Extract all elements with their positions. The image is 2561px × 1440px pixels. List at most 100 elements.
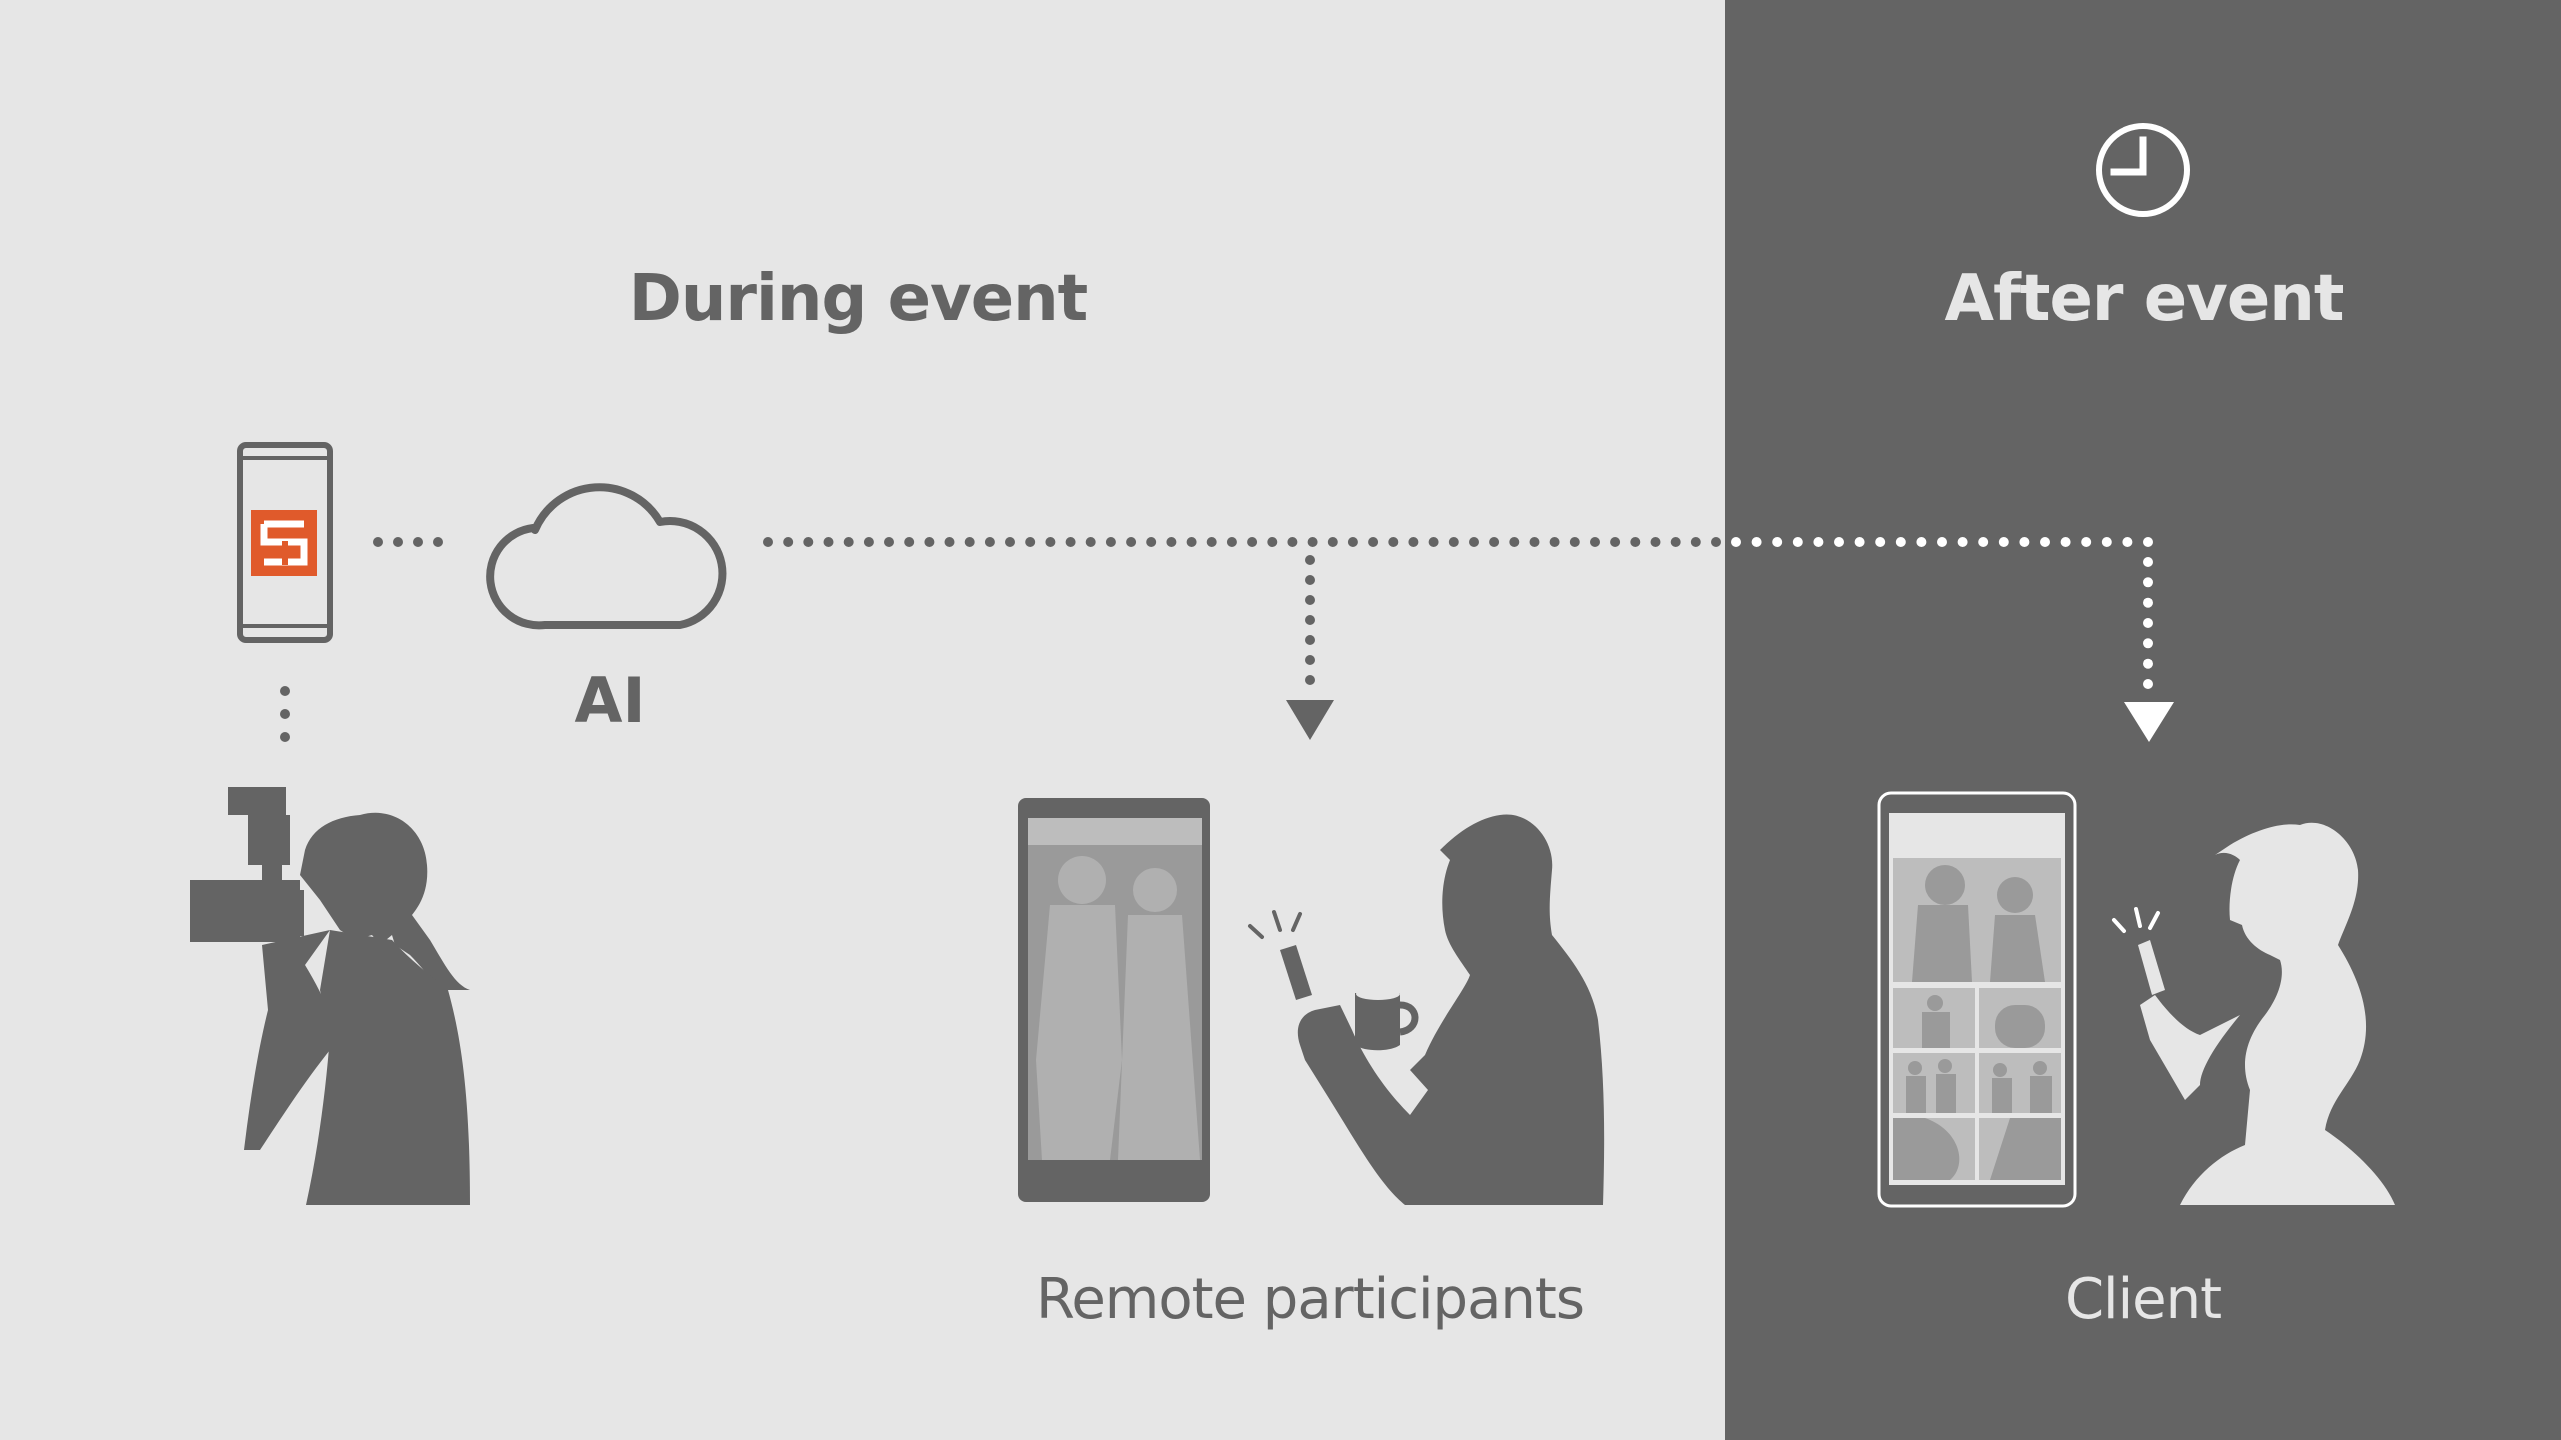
connector-dot [823, 537, 834, 547]
connector-dot [1509, 537, 1520, 547]
remote-participants-label: Remote participants [1036, 1267, 1584, 1332]
client-label: Client [2065, 1267, 2221, 1332]
connector-dot [1957, 537, 1968, 547]
connector-dot [843, 537, 854, 547]
connector-dot [1105, 537, 1116, 547]
connector-dot [1085, 537, 1096, 547]
connector-dot [2143, 679, 2153, 689]
connector-dot [1834, 537, 1844, 547]
connector-dot [2040, 537, 2050, 547]
client-phone [1877, 791, 2077, 1208]
connector-dot [1305, 675, 1315, 685]
connector-dot [1368, 537, 1379, 547]
connector-dot [904, 537, 915, 547]
main-connector-after [1731, 537, 2153, 547]
ai-label: AI [574, 664, 645, 737]
after-title: After event [1945, 262, 2344, 336]
app-logo-icon [251, 510, 317, 576]
connector-dot [1126, 537, 1137, 547]
connector-dot [2143, 537, 2153, 547]
connector-dot [1428, 537, 1439, 547]
connector-dot [1875, 537, 1886, 547]
connector-dot [2081, 537, 2092, 547]
connector-dot [2143, 597, 2153, 608]
connector-dot [1448, 537, 1459, 547]
connector-dot [1305, 655, 1315, 665]
remote-phone [1018, 798, 1210, 1202]
connector-client [2143, 557, 2153, 689]
client-notification-marks [2112, 907, 2160, 933]
connector-dot [1731, 537, 1741, 547]
connector-dot [1347, 537, 1358, 547]
connector-dot [1610, 537, 1621, 547]
cup-top [1356, 988, 1400, 1000]
connector-dot [1005, 537, 1015, 547]
connector-dot [1813, 537, 1824, 547]
connector-dot [1247, 537, 1258, 547]
connector-dot [1978, 537, 1989, 547]
connector-dot [2122, 537, 2133, 547]
connector-dot [1690, 537, 1701, 547]
remote-participant-figure [1280, 814, 1605, 1205]
connector-dot [2101, 537, 2112, 547]
connector-dot [2143, 577, 2153, 588]
connector-dot [1025, 537, 1036, 547]
connector-dot [1937, 537, 1947, 547]
connector-dot [1650, 537, 1661, 547]
connector-dot [964, 537, 975, 547]
connector-dot [1166, 537, 1177, 547]
connector-dot [1895, 537, 1906, 547]
connector-dot [1045, 537, 1056, 547]
connector-dot [2060, 537, 2071, 547]
connector-dot [1489, 537, 1500, 547]
connector-dot [763, 537, 773, 547]
connector-dot [1065, 537, 1076, 547]
connector-dot [1469, 537, 1479, 547]
cloud-icon [486, 483, 727, 630]
camera-icon [190, 787, 304, 942]
connector-dot [1711, 537, 1721, 547]
connector-dot [1854, 537, 1865, 547]
connector-phone-cloud [373, 537, 443, 547]
connector-remote [1305, 555, 1315, 685]
connector-dot [1305, 615, 1315, 625]
arrow-remote [1286, 700, 1334, 740]
client-figure [2138, 822, 2395, 1205]
connector-dot [984, 537, 995, 547]
connector-dot [1408, 537, 1419, 547]
connector-dot [1226, 537, 1237, 547]
connector-dot [1327, 537, 1338, 547]
connector-dot [1305, 555, 1315, 565]
connector-dot [2143, 658, 2153, 669]
connector-phone-photographer [280, 686, 290, 742]
connector-dot [2143, 638, 2153, 649]
connector-dot [1529, 537, 1540, 547]
connector-dot [2143, 618, 2153, 628]
clock-icon [2096, 123, 2190, 217]
connector-dot [1287, 537, 1298, 547]
connector-dot [803, 537, 814, 547]
connector-dot [1998, 537, 2009, 547]
connector-dot [1590, 537, 1600, 547]
main-connector [763, 537, 1721, 547]
photographer-phone [237, 442, 333, 643]
connector-dot [1630, 537, 1641, 547]
connector-dot [1388, 537, 1399, 547]
connector-dot [1267, 537, 1278, 547]
connector-dot [1206, 537, 1217, 547]
connector-dot [1549, 537, 1560, 547]
connector-dot [1305, 575, 1315, 585]
connector-dot [783, 537, 794, 547]
connector-dot [1146, 537, 1157, 547]
connector-dot [884, 537, 894, 547]
connector-dot [2019, 537, 2030, 547]
connector-dot [1772, 537, 1783, 547]
arrow-client [2124, 702, 2174, 742]
connector-dot [944, 537, 955, 547]
connector-dot [1305, 635, 1315, 645]
during-title: During event [629, 262, 1088, 336]
connector-dot [924, 537, 935, 547]
notification-marks [1248, 910, 1302, 939]
